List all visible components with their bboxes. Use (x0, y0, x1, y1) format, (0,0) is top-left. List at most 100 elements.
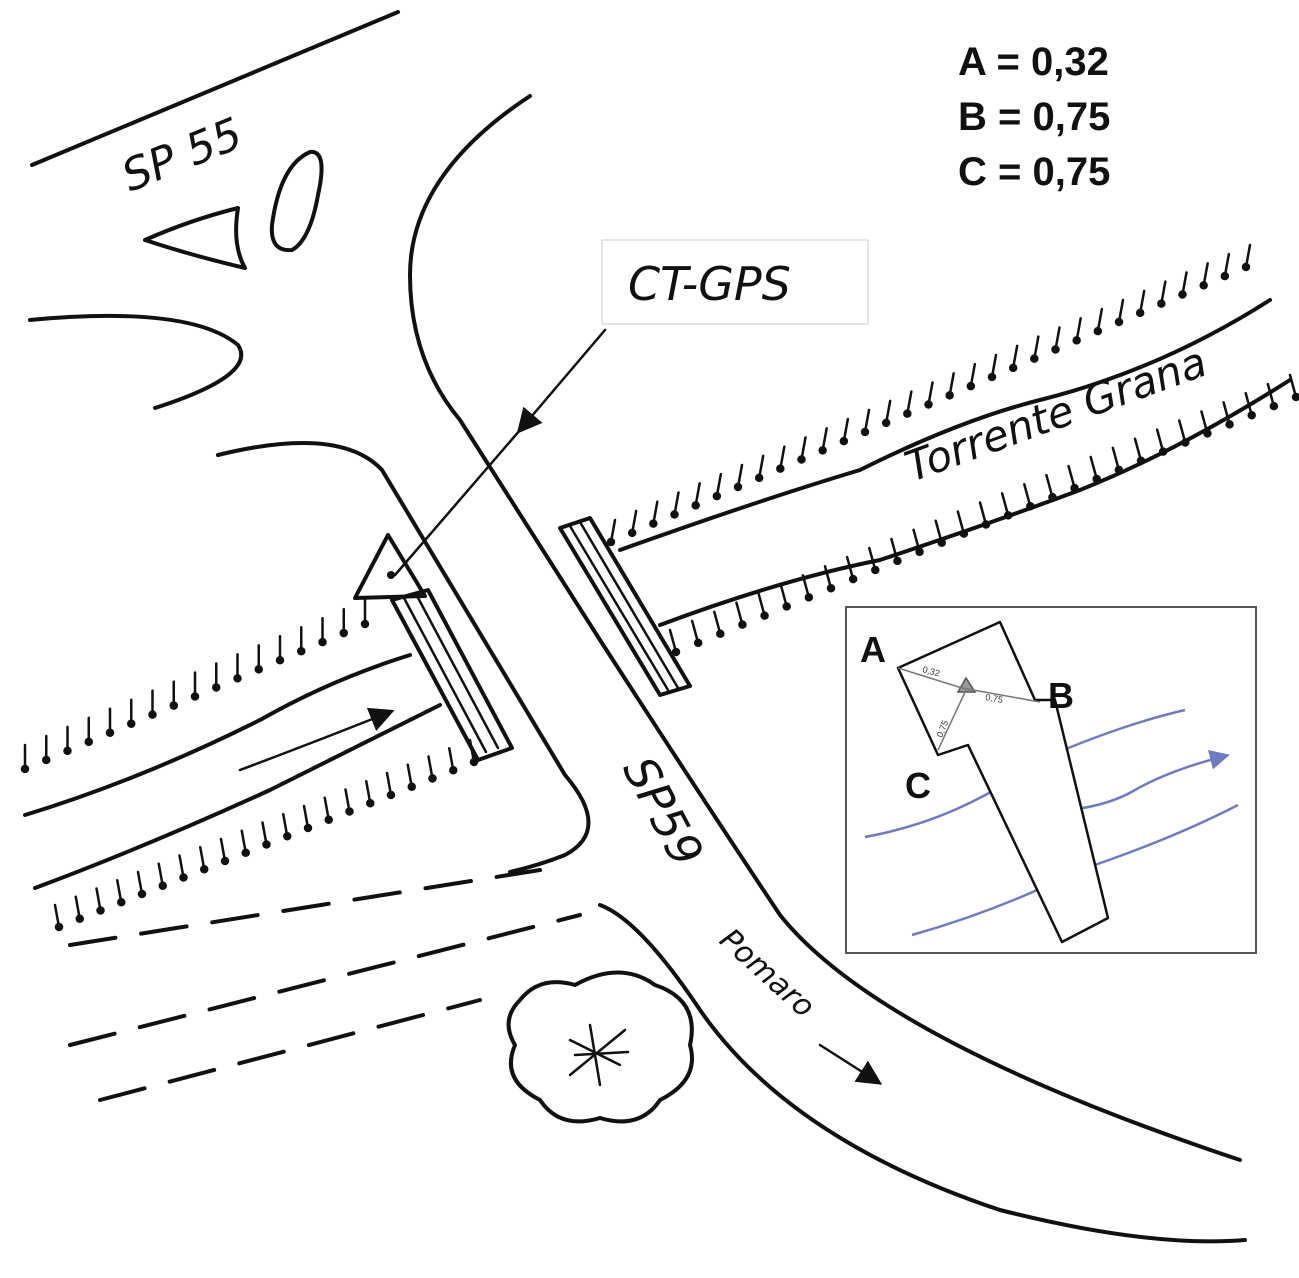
hatch-dot (1048, 492, 1057, 502)
hatch-dot (169, 701, 178, 710)
hatch-dot (606, 537, 616, 547)
hatch-dot (1291, 392, 1299, 402)
legend-c: C = 0,75 (958, 150, 1110, 194)
dashed-track-3 (98, 998, 482, 1102)
hatch-dot (220, 856, 230, 866)
river-bank-upper-right (618, 298, 1272, 552)
hatch-dot (469, 757, 479, 767)
sp59-road-right-edge (408, 94, 1242, 1162)
dashed-track-1 (68, 868, 542, 947)
hatch-dot (1178, 290, 1187, 299)
tree-symbol (506, 970, 694, 1124)
hatch-dot (254, 665, 263, 674)
bridge-right (558, 516, 692, 697)
hatch-dot (797, 455, 806, 464)
hatch-dot (75, 914, 84, 923)
hatch-dot (137, 889, 147, 899)
hatch-dot (1114, 465, 1124, 475)
hatch-dot (670, 510, 679, 519)
hatch-dot (233, 674, 242, 683)
hatch-dot (881, 418, 891, 428)
hatch-dot (1158, 447, 1168, 456)
hatch-dot (1225, 420, 1234, 429)
hatch-dot (987, 372, 997, 382)
hatch-dot (241, 848, 250, 857)
hatch-dot (839, 436, 849, 446)
hatch-dot (712, 491, 722, 501)
hatch-dot (42, 755, 51, 765)
hatch-dot (959, 529, 969, 538)
hatch-dot (818, 446, 827, 455)
hatch-dot (733, 482, 743, 492)
hatch-dot (754, 473, 764, 483)
hatch-dot (1003, 511, 1013, 520)
river-bank-lower-left (33, 703, 442, 890)
pomaro-label: Pomaro (713, 922, 822, 1025)
hatch-dot (127, 719, 136, 728)
hatch-dot (1181, 438, 1190, 447)
hatch-dot (148, 710, 157, 719)
dashed-track-2 (68, 913, 582, 1047)
inset-detail-diagram: 0,32 0,75 0,75 A B C (845, 606, 1257, 954)
road-curve-left (28, 313, 244, 410)
hatch-dot (1026, 502, 1035, 511)
inset-dim-a: 0,32 (921, 664, 941, 678)
hatch-dot (117, 898, 126, 907)
hatch-dot (1269, 401, 1279, 411)
hatch-dot (693, 638, 703, 648)
hatch-dot (449, 766, 458, 775)
ct-gps-label-box (601, 239, 869, 325)
hatch-dot (649, 519, 658, 528)
hatch-dot (848, 574, 858, 584)
hatch-dot (179, 873, 188, 882)
ct-gps-label: CT-GPS (628, 257, 791, 311)
hatch-dot (1051, 345, 1060, 354)
hatch-dot (627, 528, 637, 538)
sp55-road-edge (30, 10, 400, 167)
hatch-dot (1114, 317, 1124, 327)
hatch-dot (981, 520, 991, 529)
hatch-dot (63, 746, 72, 756)
hatch-dot (303, 823, 313, 833)
legend-b: B = 0,75 (958, 95, 1110, 139)
ct-gps-arrow-2 (393, 428, 522, 577)
hatch-dot (1072, 336, 1081, 345)
hatch-dot (1008, 363, 1018, 373)
hatch-dot (1220, 271, 1230, 281)
hatch-dot (860, 427, 870, 437)
hatch-dot (262, 840, 271, 849)
hatch-dot (671, 647, 681, 657)
hatch-dot (20, 764, 30, 774)
hatch-dot (339, 628, 348, 638)
hatch-dot (738, 620, 747, 629)
hatch-dot (1157, 299, 1166, 308)
hatch-dot (826, 584, 836, 593)
legend-a: A = 0,32 (958, 40, 1109, 84)
hatch-dot (1247, 410, 1256, 420)
hatch-dot (760, 611, 769, 620)
hatch-dot (1092, 474, 1101, 484)
hatch-dot (386, 790, 396, 800)
hatch-dot (324, 815, 333, 824)
river-bank-upper-left (23, 653, 412, 817)
hatch-dot (1135, 308, 1145, 318)
hatch-dot (190, 692, 200, 701)
hatch-dot (716, 629, 725, 639)
hatch-dot (1093, 326, 1103, 336)
pond-shape (269, 149, 324, 253)
ct-gps-arrow-1 (516, 328, 607, 434)
hatch-dot (804, 593, 814, 602)
hatch-dot (1203, 429, 1212, 438)
hatch-dot (1070, 483, 1079, 493)
flow-arrow (238, 707, 395, 772)
hatch-dot (776, 464, 785, 473)
hatch-dot (1241, 262, 1251, 272)
hatch-dot (345, 807, 354, 816)
sp59-road-lower-edge (598, 903, 1247, 1244)
hatch-dot (158, 881, 167, 890)
hatch-dot (297, 646, 306, 656)
hatch-dot (105, 728, 115, 737)
hatch-dot (1199, 281, 1208, 290)
sp59-road-left-edge (216, 441, 591, 874)
hatch-dot (915, 547, 924, 557)
